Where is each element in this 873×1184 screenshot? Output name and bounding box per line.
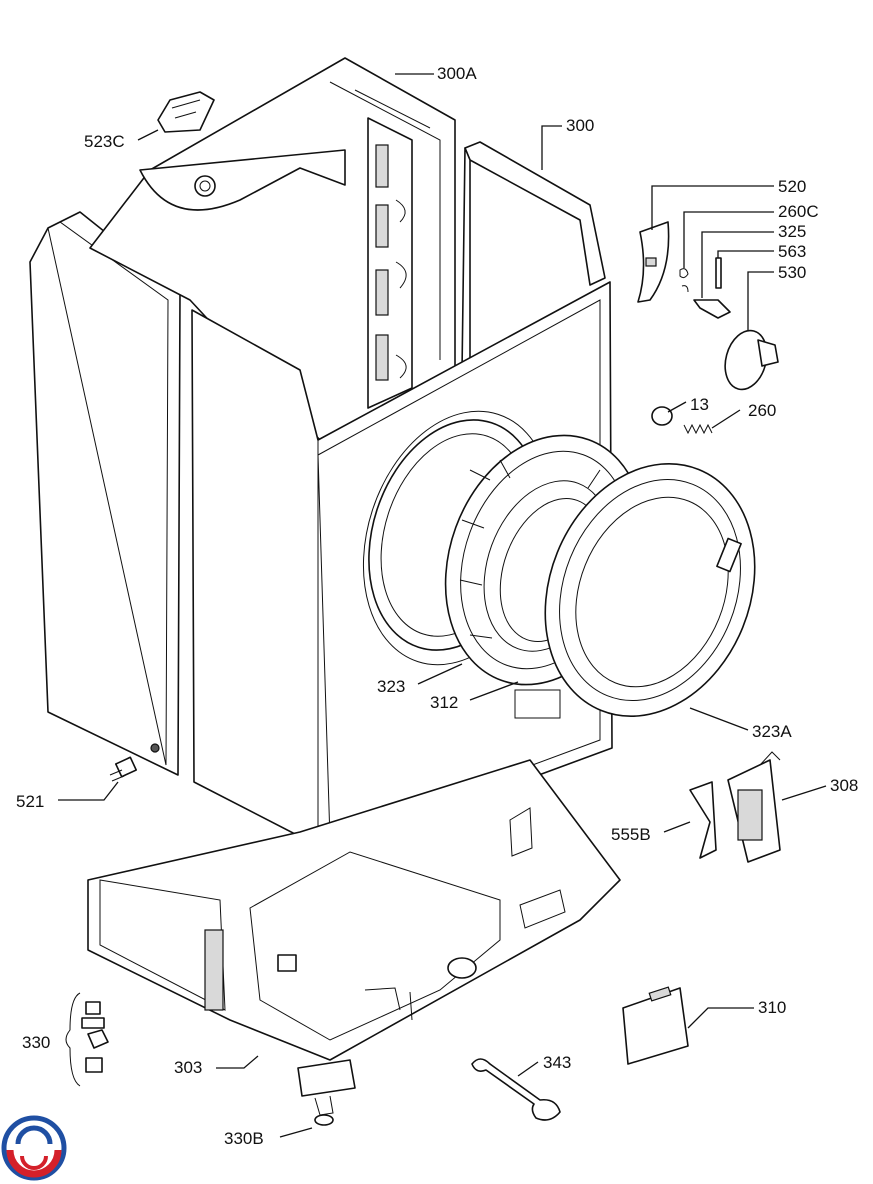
label-303: 303 bbox=[174, 1058, 202, 1077]
label-323: 323 bbox=[377, 677, 405, 696]
label-260c: 260C bbox=[778, 202, 819, 221]
label-300a: 300A bbox=[437, 64, 477, 83]
label-310: 310 bbox=[758, 998, 786, 1017]
label-260: 260 bbox=[748, 401, 776, 420]
access-cover bbox=[622, 986, 689, 1065]
label-300: 300 bbox=[566, 116, 594, 135]
spanner-tool bbox=[471, 1058, 561, 1121]
label-330b: 330B bbox=[224, 1129, 264, 1148]
part-labels: 300A 300 523C 520 260C 325 563 530 13 26… bbox=[16, 64, 858, 1148]
hinge-assembly bbox=[689, 751, 781, 863]
label-325: 325 bbox=[778, 222, 806, 241]
slotted-bracket bbox=[367, 117, 413, 409]
label-308: 308 bbox=[830, 776, 858, 795]
label-520: 520 bbox=[778, 177, 806, 196]
door-lock-parts bbox=[109, 91, 779, 782]
label-563: 563 bbox=[778, 242, 806, 261]
label-530: 530 bbox=[778, 263, 806, 282]
label-330: 330 bbox=[22, 1033, 50, 1052]
label-312: 312 bbox=[430, 693, 458, 712]
label-523c: 523C bbox=[84, 132, 125, 151]
brand-logo bbox=[1, 1115, 67, 1181]
label-343: 343 bbox=[543, 1053, 571, 1072]
label-323a: 323A bbox=[752, 722, 792, 741]
base-frame bbox=[87, 759, 621, 1126]
leader-lines bbox=[58, 73, 827, 1138]
door-frame bbox=[544, 462, 756, 718]
label-13: 13 bbox=[690, 395, 709, 414]
label-555b: 555B bbox=[611, 825, 651, 844]
screw-icon bbox=[109, 756, 138, 782]
label-521: 521 bbox=[16, 792, 44, 811]
bolt-set bbox=[65, 992, 109, 1087]
